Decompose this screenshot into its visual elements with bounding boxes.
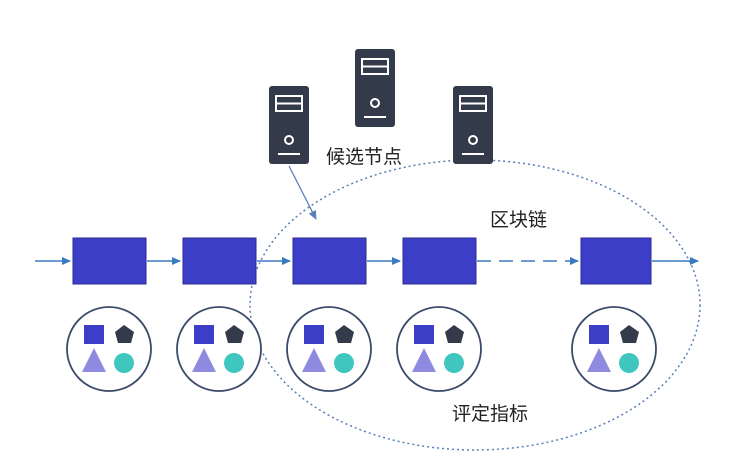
square-icon [194, 325, 214, 344]
circle-icon [114, 353, 134, 373]
pentagon-icon [335, 325, 354, 343]
square-icon [304, 325, 324, 344]
server-icon [269, 86, 309, 164]
block-5 [580, 237, 652, 285]
triangle-icon [192, 348, 216, 372]
server-icon [453, 86, 493, 164]
block-3 [292, 237, 367, 285]
square-icon [589, 325, 609, 344]
pentagon-icon [115, 325, 134, 343]
evaluation-metrics-label: 评定指标 [452, 403, 528, 425]
circle-icon [444, 353, 464, 373]
pentagon-icon [445, 325, 464, 343]
candidate-to-chain-arrow [288, 165, 317, 220]
pentagon-icon [620, 325, 639, 343]
square-icon [84, 325, 104, 344]
pentagon-icon [225, 325, 244, 343]
circle-icon [619, 353, 639, 373]
server-icon [355, 49, 395, 127]
metric-group [396, 306, 482, 392]
triangle-icon [302, 348, 326, 372]
block-2 [182, 237, 257, 285]
circle-icon [334, 353, 354, 373]
triangle-icon [412, 348, 436, 372]
square-icon [414, 325, 434, 344]
metric-group [571, 306, 657, 392]
circle-icon [224, 353, 244, 373]
blockchain-label: 区块链 [490, 209, 547, 231]
triangle-icon [82, 348, 106, 372]
candidate-nodes-label: 候选节点 [326, 146, 402, 168]
blocks [72, 237, 652, 285]
triangle-icon [587, 348, 611, 372]
metric-group [66, 306, 152, 392]
metric-group [286, 306, 372, 392]
block-1 [72, 237, 147, 285]
block-4 [402, 237, 477, 285]
metric-group [176, 306, 262, 392]
